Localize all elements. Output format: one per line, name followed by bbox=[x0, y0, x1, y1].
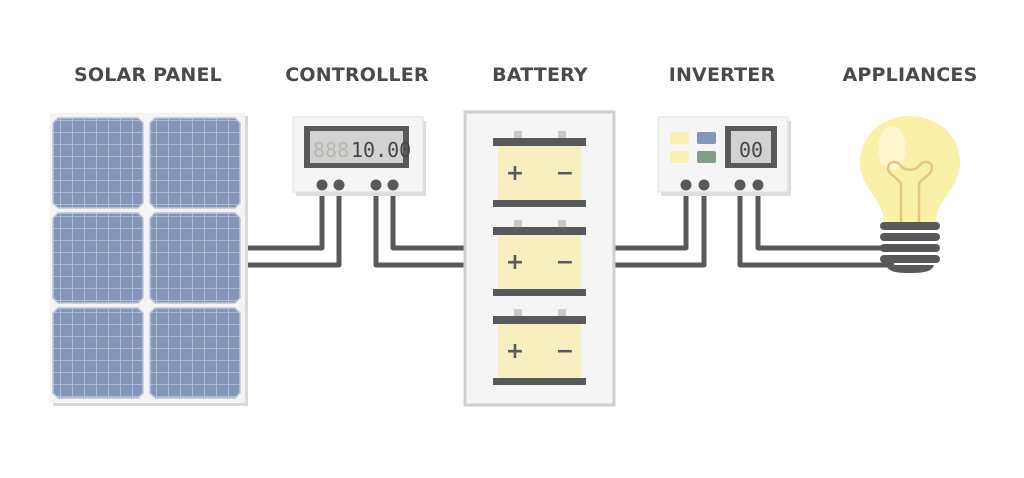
controller-display-ghost: 888 bbox=[313, 138, 349, 162]
controller-terminal bbox=[333, 179, 345, 191]
controller-label: CONTROLLER bbox=[285, 64, 429, 86]
solar-panel-label: SOLAR PANEL bbox=[74, 64, 222, 86]
inverter: 00 bbox=[657, 116, 791, 196]
controller-terminal bbox=[316, 179, 328, 191]
controller-terminal bbox=[370, 179, 382, 191]
panel-cell bbox=[52, 212, 144, 304]
bulb-base-ring bbox=[880, 222, 940, 230]
wire-controller-battery-1 bbox=[373, 186, 468, 268]
panel-cell bbox=[149, 307, 241, 399]
wire-battery-inverter-2 bbox=[612, 186, 707, 268]
wire-battery-inverter-1 bbox=[612, 186, 689, 251]
battery-cell: + − bbox=[493, 309, 586, 385]
inverter-indicator bbox=[697, 151, 716, 163]
wire-controller-battery-2 bbox=[390, 186, 468, 251]
inverter-indicator bbox=[670, 132, 689, 144]
solar-panel bbox=[50, 113, 248, 406]
panel-cell bbox=[52, 307, 144, 399]
controller-terminal bbox=[387, 179, 399, 191]
battery-plus: + bbox=[506, 161, 524, 186]
inverter-terminal bbox=[680, 179, 692, 191]
wire-panel-controller-2 bbox=[245, 186, 342, 268]
bulb-tip bbox=[886, 265, 934, 273]
inverter-terminal bbox=[698, 179, 710, 191]
inverter-terminal bbox=[734, 179, 746, 191]
panel-cells bbox=[52, 117, 241, 399]
wire-panel-controller-1 bbox=[245, 186, 325, 251]
battery-bank: + − + − + − bbox=[463, 110, 616, 407]
panel-cell bbox=[149, 212, 241, 304]
wire-inverter-bulb-2 bbox=[755, 186, 894, 251]
battery-label: BATTERY bbox=[492, 64, 588, 86]
panel-cell bbox=[52, 117, 144, 209]
battery-minus: − bbox=[556, 161, 574, 186]
bulb-base-ring bbox=[880, 233, 940, 241]
bulb-base-ring bbox=[880, 255, 940, 263]
inverter-terminal bbox=[752, 179, 764, 191]
inverter-indicator bbox=[670, 151, 689, 163]
battery-cell: + − bbox=[493, 131, 586, 207]
bulb-filament bbox=[886, 160, 934, 222]
battery-minus: − bbox=[556, 339, 574, 364]
battery-plus: + bbox=[506, 339, 524, 364]
wires bbox=[245, 186, 894, 268]
battery-plus: + bbox=[506, 250, 524, 275]
appliances-label: APPLIANCES bbox=[842, 64, 978, 86]
battery-cell: + − bbox=[493, 220, 586, 296]
inverter-display-value: 00 bbox=[739, 138, 763, 162]
controller-display-value: 10.00 bbox=[351, 138, 411, 162]
panel-cell bbox=[149, 117, 241, 209]
inverter-label: INVERTER bbox=[668, 64, 776, 86]
inverter-indicator bbox=[697, 132, 716, 144]
wire-inverter-bulb-1 bbox=[737, 186, 894, 268]
battery-minus: − bbox=[556, 250, 574, 275]
bulb-base-ring bbox=[880, 244, 940, 252]
controller: 888 10.00 bbox=[292, 116, 426, 196]
light-bulb-icon bbox=[860, 116, 960, 273]
